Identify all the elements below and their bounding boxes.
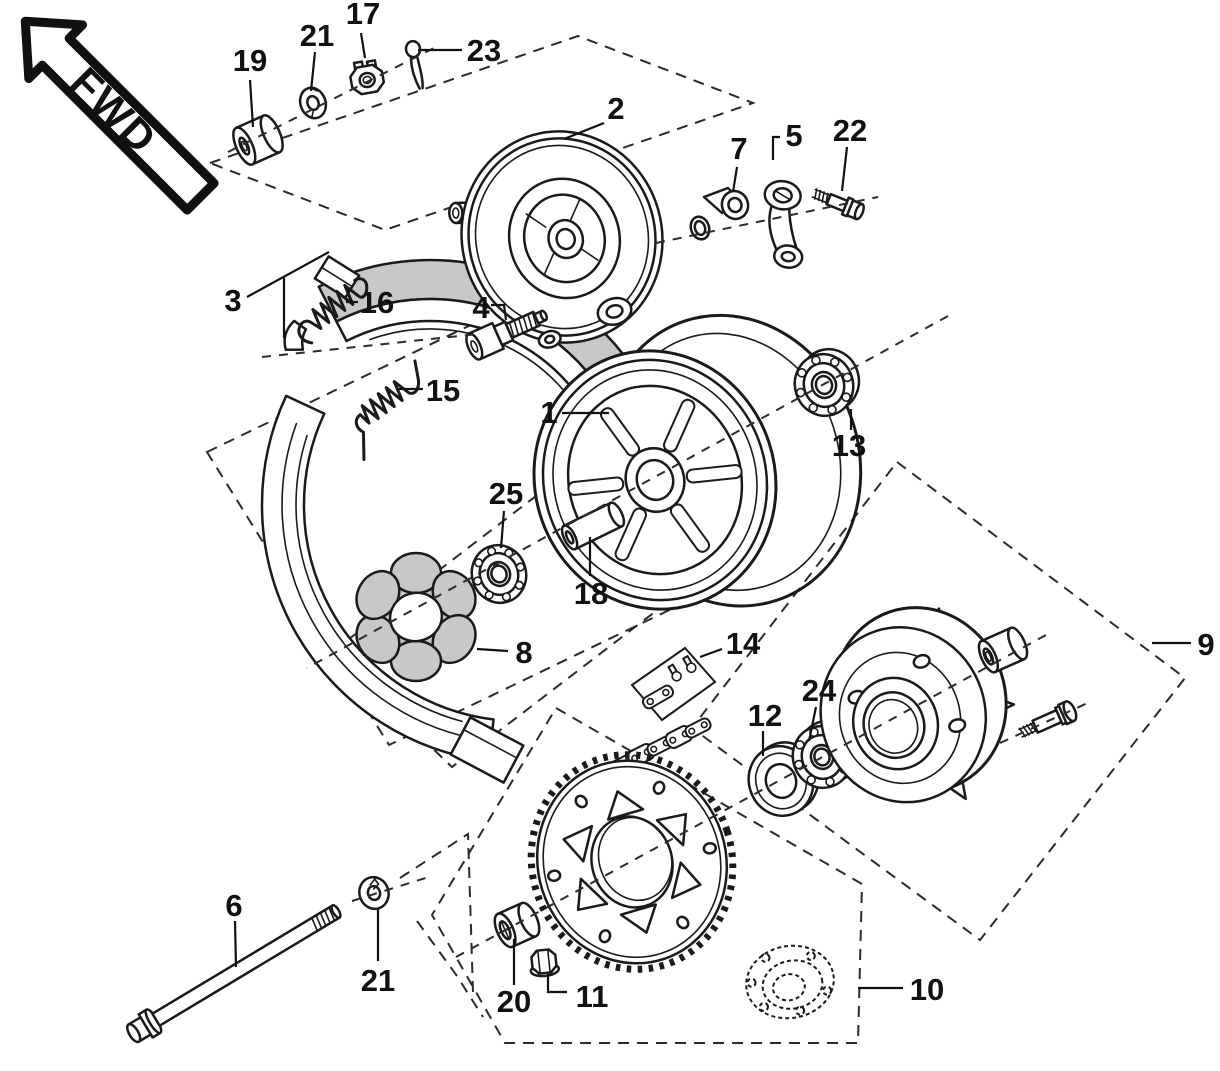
callout-10: 10 [910, 972, 944, 1007]
leader-25 [499, 510, 506, 549]
callout-18: 18 [574, 576, 608, 611]
part-10-drive-chain [745, 944, 835, 1020]
axis-axle-washer [351, 875, 433, 902]
leader-6 [233, 920, 238, 968]
callout-12: 12 [748, 698, 782, 733]
leader-5 [771, 135, 780, 160]
callout-15: 15 [426, 373, 460, 408]
part-6-axle [126, 904, 342, 1044]
brake-cam-o-ring [689, 215, 711, 241]
part-23-cotter-pin [404, 39, 424, 90]
leader-21-top [309, 51, 317, 92]
part-22-bolt [811, 188, 865, 221]
axis-brake-arm [655, 196, 879, 244]
callout-16: 16 [360, 285, 394, 320]
callout-21-top: 21 [300, 18, 334, 53]
part-19-collar [232, 114, 284, 166]
part-21-washer-bottom [358, 875, 390, 911]
leader-19 [248, 79, 255, 128]
leader-11 [546, 973, 567, 994]
part-17-castle-nut [349, 59, 386, 96]
part-5-brake-arm [763, 179, 804, 269]
part-18-spacer-tube [560, 501, 626, 551]
part-21-washer-top [298, 86, 328, 120]
callout-5: 5 [785, 118, 802, 153]
fwd-arrow-outline [20, 16, 219, 215]
part-9-sprocket-carrier [819, 606, 1016, 804]
callout-20: 20 [497, 984, 531, 1019]
callout-14: 14 [726, 626, 761, 661]
callout-17: 17 [346, 0, 380, 31]
leader-4 [491, 303, 508, 321]
leader-8 [476, 647, 509, 653]
leader-24 [807, 706, 818, 742]
callout-9: 9 [1197, 627, 1214, 662]
group-box-collar-detail-2 [416, 920, 484, 1018]
callout-3: 3 [224, 283, 241, 318]
callout-19: 19 [233, 43, 267, 78]
callout-8: 8 [515, 635, 532, 670]
fwd-direction-arrow: FWD [20, 16, 219, 215]
callout-24: 24 [802, 673, 837, 708]
leader-14 [699, 647, 723, 659]
part-1-wheel [532, 313, 863, 611]
group-box-9-sprocket-carrier [690, 460, 1187, 942]
part-2-brake-panel [448, 130, 664, 349]
leader-3 [246, 251, 330, 338]
leader-17 [359, 32, 367, 59]
callout-22: 22 [833, 113, 867, 148]
part-3-brake-shoe-lower [260, 319, 525, 784]
part-14-master-link [630, 646, 717, 722]
callout-11: 11 [576, 979, 609, 1014]
callout-1: 1 [540, 395, 557, 430]
group-box-collar-detail [399, 832, 474, 993]
callout-2: 2 [607, 91, 624, 126]
callout-4: 4 [472, 290, 490, 325]
callout-23: 23 [467, 33, 501, 68]
callout-7: 7 [730, 131, 747, 166]
part-9-spacer-collar [977, 626, 1029, 674]
driven-sprocket [527, 751, 737, 973]
part-4-adjuster-bolt [465, 309, 549, 361]
callout-6: 6 [225, 888, 242, 923]
axis-axle-nut-group [227, 45, 439, 153]
callout-21-bottom: 21 [361, 963, 395, 998]
part-11-flange-nut [529, 948, 561, 978]
part-7-wear-indicator [702, 186, 750, 221]
part-16-brake-shoe-spring [297, 277, 369, 345]
leader-2 [563, 121, 605, 141]
part-25-bearing [470, 543, 528, 605]
group-box-axle-nut [207, 34, 756, 232]
axis-shoe-adjuster [261, 333, 479, 358]
leader-22 [840, 146, 849, 192]
axis-main-wheel [306, 315, 949, 669]
callout-25: 25 [489, 476, 523, 511]
callout-13: 13 [832, 428, 866, 463]
part-20-collar [493, 901, 541, 949]
group-box-sprocket-chain [430, 706, 864, 1044]
leader-7 [731, 166, 739, 193]
